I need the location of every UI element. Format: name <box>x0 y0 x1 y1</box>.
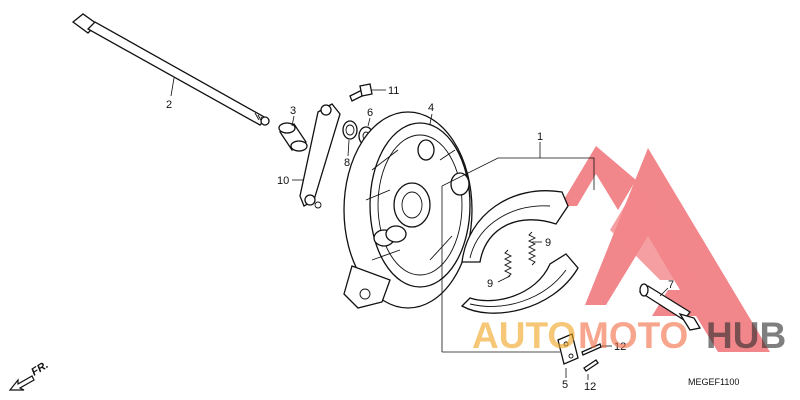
collar-part-3 <box>278 122 308 152</box>
label-part-7: 7 <box>668 279 674 291</box>
part-number-labels: 2 3 10 11 6 8 4 1 9 9 7 5 12 12 <box>166 85 674 393</box>
front-direction-indicator: FR. <box>8 359 51 391</box>
watermark-wordmark: AUTO MOTO HUB <box>472 315 786 356</box>
spring-part-9-lower <box>503 249 513 278</box>
brake-shoe-group-box <box>441 157 595 353</box>
label-part-4: 4 <box>428 102 434 114</box>
brake-shoe-upper <box>461 190 569 263</box>
pin-part-12-lower <box>583 359 599 372</box>
leader-lines <box>170 77 669 380</box>
label-part-11: 11 <box>388 85 399 97</box>
watermark-auto: AUTO <box>472 315 576 356</box>
brake-cam-part-7 <box>638 283 702 331</box>
watermark-moto: MOTO <box>578 315 688 356</box>
plate-part-5 <box>557 333 579 365</box>
watermark-hub: HUB <box>706 315 786 356</box>
rear-axle-part-2 <box>71 13 270 126</box>
diagram-code: MEGEF1100 <box>688 377 739 387</box>
label-part-8: 8 <box>344 157 350 169</box>
bolt-part-11 <box>349 83 373 102</box>
label-part-2: 2 <box>166 99 172 111</box>
label-part-1: 1 <box>537 131 543 143</box>
label-part-3: 3 <box>290 105 296 117</box>
label-part-9-lower: 9 <box>487 278 493 290</box>
spring-part-9-upper <box>527 231 537 266</box>
pin-part-12-upper <box>581 343 602 356</box>
label-part-6: 6 <box>367 107 373 119</box>
torque-link-part-10 <box>299 103 341 209</box>
brake-panel-part-4 <box>343 111 473 309</box>
seal-part-8 <box>342 120 358 140</box>
front-arrow-icon <box>8 375 35 391</box>
brake-shoe-lower <box>460 253 579 314</box>
label-part-10: 10 <box>277 175 289 187</box>
label-part-5: 5 <box>562 379 568 391</box>
label-part-12-upper: 12 <box>614 341 626 353</box>
label-part-12-lower: 12 <box>584 381 596 393</box>
label-part-9-upper: 9 <box>545 237 551 249</box>
watermark-triangle-logo <box>560 146 770 352</box>
